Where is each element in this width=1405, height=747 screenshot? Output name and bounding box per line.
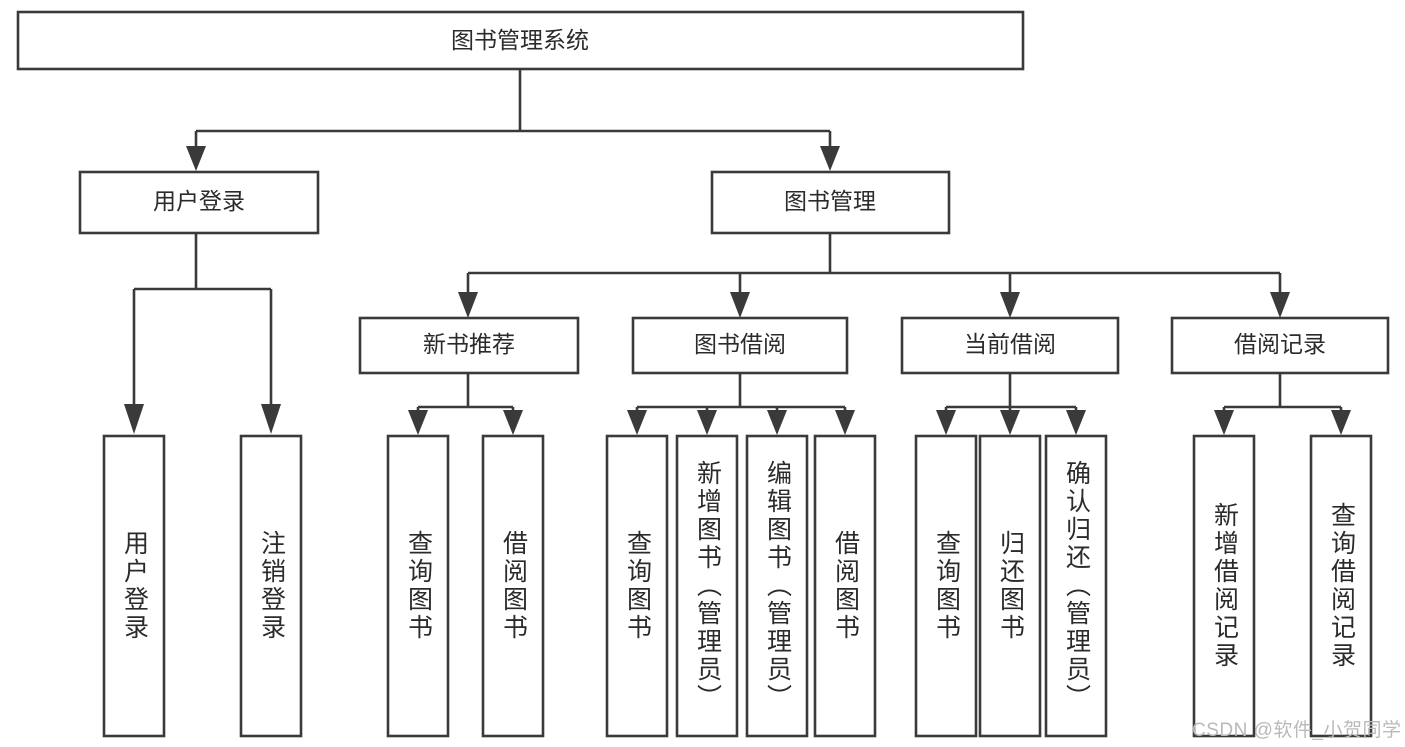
csdn-watermark: CSDN @软件_小贺同学 [1192,720,1402,741]
node-borrow-record-label: 借阅记录 [1234,331,1326,357]
leaf-cb-3[interactable] [1044,434,1108,738]
node-user-login[interactable] [78,170,320,235]
arrow-cb-2 [1000,410,1020,435]
leaf-cb-1[interactable] [914,434,978,738]
leaf-ul-2[interactable] [239,434,303,738]
leaf-br-1[interactable] [1192,434,1256,738]
node-layer: 图书管理系统 用户登录 图书管理 新书推荐 图书借阅 当前借阅 借阅记录 [16,10,1390,738]
arrow-l3-3 [1000,292,1020,318]
node-book-manage-label: 图书管理 [784,188,876,214]
arrow-ul-1 [124,404,144,434]
leaf-nb-2[interactable] [481,434,545,738]
node-new-book-recommend-label: 新书推荐 [423,331,515,357]
node-user-login-label: 用户登录 [153,188,245,214]
node-book-borrow-label: 图书借阅 [694,331,786,357]
arrow-l3-4 [1270,292,1290,318]
connector-layer [124,69,1351,435]
arrow-bb-3 [767,410,787,435]
leaf-br-2[interactable] [1309,434,1373,738]
leaf-bb-3[interactable] [745,434,809,738]
node-current-borrow-label: 当前借阅 [964,331,1056,357]
leaf-bb-1[interactable] [605,434,669,738]
arrow-bb-1 [627,410,647,435]
arrow-book-manage [820,146,840,171]
node-book-manage[interactable] [710,170,951,235]
arrow-user-login [186,146,206,171]
node-new-book-recommend[interactable] [358,316,580,375]
leaf-bb-4[interactable] [813,434,877,738]
arrow-br-1 [1214,410,1234,435]
arrow-bb-4 [835,410,855,435]
leaf-bb-2[interactable] [675,434,739,738]
node-root-label: 图书管理系统 [451,27,589,53]
node-current-borrow[interactable] [900,316,1120,375]
arrow-nb-2 [503,410,523,435]
leaf-ul-1[interactable] [102,434,166,738]
node-book-borrow[interactable] [631,316,849,375]
arrow-ul-2 [261,404,281,434]
arrow-br-2 [1331,410,1351,435]
arrow-cb-1 [936,410,956,435]
arrow-cb-3 [1066,410,1086,435]
node-borrow-record[interactable] [1170,316,1390,375]
node-root[interactable] [16,10,1025,71]
arrow-nb-1 [408,410,428,435]
arrow-l3-1 [458,292,478,318]
arrow-bb-2 [697,410,717,435]
leaf-cb-2[interactable] [978,434,1042,738]
leaf-nb-1[interactable] [386,434,450,738]
arrow-l3-2 [730,292,750,318]
